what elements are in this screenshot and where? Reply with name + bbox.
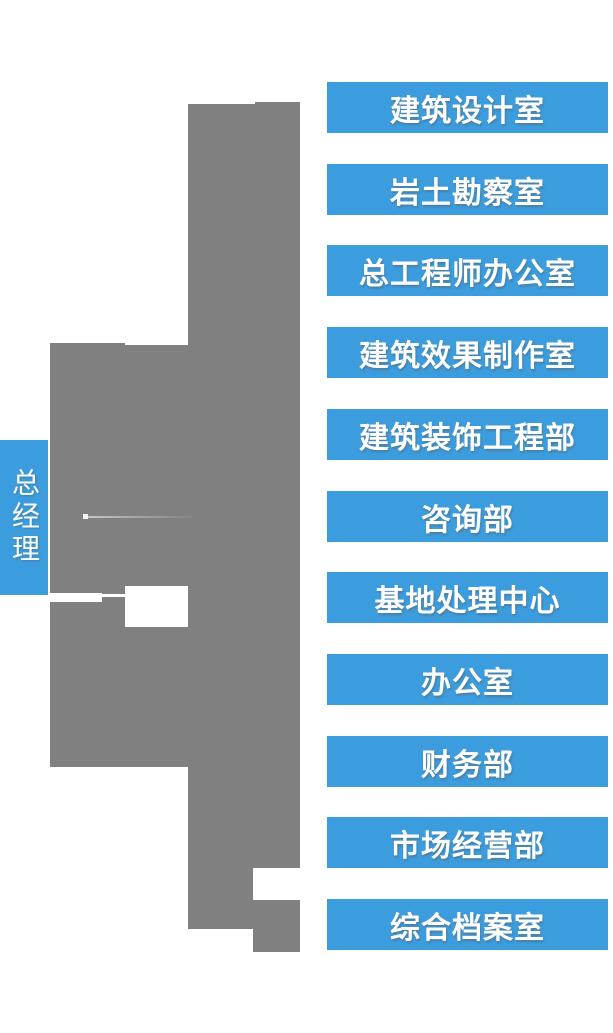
- department-label: 建筑效果制作室: [359, 339, 576, 373]
- department-label: 岩土勘察室: [390, 176, 545, 210]
- root-node-general-manager: 总经理: [0, 440, 48, 595]
- cutout-thin-line: [102, 594, 125, 597]
- department-node: 综合档案室: [327, 899, 608, 950]
- root-node-label: 总经理: [9, 468, 40, 567]
- department-label: 基地处理中心: [374, 584, 561, 618]
- department-node: 建筑装饰工程部: [327, 409, 608, 460]
- department-label: 建筑装饰工程部: [359, 421, 576, 455]
- faint-line-dot: [83, 514, 88, 519]
- connector-bottom-tip: [253, 900, 300, 952]
- department-node: 基地处理中心: [327, 572, 608, 623]
- department-label: 总工程师办公室: [359, 257, 576, 291]
- faint-fade-line: [88, 516, 198, 518]
- connector-top-column: [188, 104, 300, 345]
- department-node: 建筑效果制作室: [327, 327, 608, 378]
- cutout-rect: [125, 586, 188, 627]
- department-label: 办公室: [421, 666, 514, 700]
- department-node: 财务部: [327, 736, 608, 787]
- connector-lower-right-strip: [253, 767, 300, 868]
- cutout-bar: [49, 593, 102, 602]
- department-node: 总工程师办公室: [327, 245, 608, 296]
- department-node: 建筑设计室: [327, 82, 608, 133]
- department-label: 咨询部: [421, 503, 514, 537]
- department-node: 岩土勘察室: [327, 164, 608, 215]
- department-label: 建筑设计室: [390, 94, 545, 128]
- department-node: 市场经营部: [327, 817, 608, 868]
- department-node: 办公室: [327, 654, 608, 705]
- connector-wide-block-sliver: [50, 343, 125, 346]
- connector-lower-left-column: [188, 767, 253, 929]
- department-label: 综合档案室: [390, 911, 545, 945]
- connector-top-step: [255, 102, 300, 105]
- connector-wide-block: [50, 345, 300, 767]
- department-label: 财务部: [421, 748, 514, 782]
- department-label: 市场经营部: [390, 829, 545, 863]
- department-node: 咨询部: [327, 491, 608, 542]
